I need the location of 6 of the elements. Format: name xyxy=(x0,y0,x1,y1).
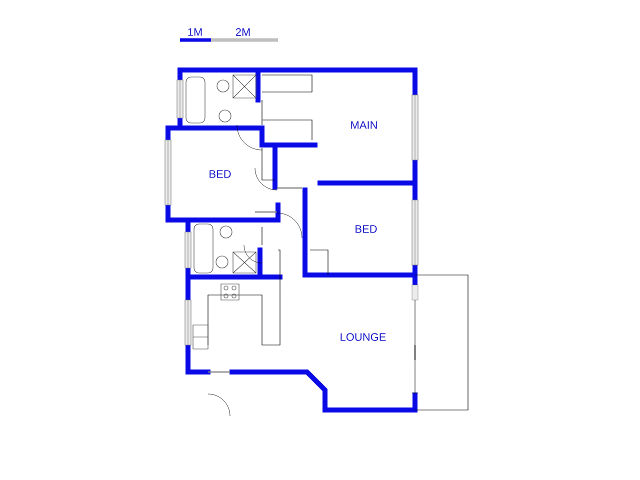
scale-label: 2M xyxy=(236,28,250,36)
room-label: BED xyxy=(210,170,231,178)
room-label: BED xyxy=(356,225,377,233)
room-label: LOUNGE xyxy=(340,333,386,341)
room-label: MAIN xyxy=(351,121,377,129)
scale-label: 1M xyxy=(188,28,202,36)
